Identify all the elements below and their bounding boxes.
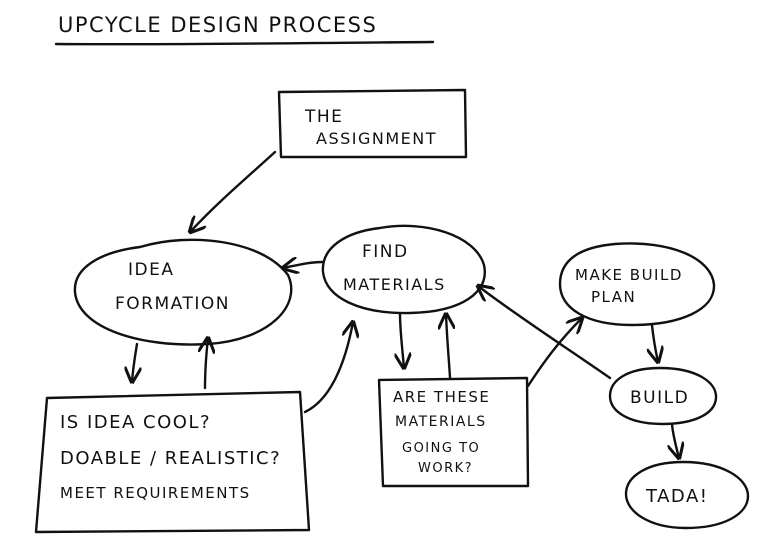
- arrow-assignment-to-idea: [190, 150, 277, 232]
- node-assignment: The Assignment: [277, 88, 468, 159]
- arrow-materials-to-idea: [283, 262, 324, 268]
- node-idea-check: Is idea cool? Doable / realistic? Meet r…: [34, 390, 311, 534]
- node-materials-check: Are these materials going to work?: [377, 376, 530, 488]
- arrow-materials-check-to-materials: [446, 314, 450, 380]
- build-label: Build: [630, 388, 689, 408]
- arrow-build-to-tada: [672, 422, 679, 458]
- idea-formation-line-1: Idea: [128, 260, 174, 280]
- arrow-build-to-materials: [478, 286, 612, 380]
- idea-check-line-1: Is idea cool?: [60, 412, 211, 433]
- node-idea-formation: Idea Formation: [73, 238, 293, 346]
- arrow-check-to-idea: [205, 338, 208, 390]
- materials-check-line-1: Are these: [393, 388, 490, 406]
- arrow-check-to-materials: [303, 322, 353, 414]
- arrow-materials-to-materials-check: [400, 312, 404, 368]
- idea-formation-line-2: Formation: [115, 294, 230, 314]
- flow-arrows: [132, 150, 679, 458]
- node-tada: Tada!: [624, 460, 750, 530]
- assignment-line-1: The: [304, 107, 343, 127]
- arrow-plan-to-build: [652, 323, 658, 362]
- materials-check-line-2: materials: [395, 414, 487, 430]
- node-build: Build: [608, 366, 718, 426]
- assignment-line-2: Assignment: [316, 129, 437, 148]
- materials-check-line-4: work?: [418, 461, 473, 476]
- materials-check-line-3: going to: [402, 441, 480, 456]
- node-make-build-plan: Make Build Plan: [558, 242, 716, 327]
- diagram-title: Upcycle Design Process: [58, 13, 377, 37]
- find-materials-line-2: Materials: [343, 275, 446, 294]
- make-build-plan-line-2: Plan: [591, 288, 636, 306]
- arrow-materials-check-to-plan: [526, 318, 582, 388]
- arrow-idea-to-check: [132, 342, 137, 382]
- find-materials-line-1: Find: [362, 242, 409, 262]
- make-build-plan-line-1: Make Build: [575, 266, 683, 284]
- idea-check-line-3: Meet requirements: [60, 484, 251, 502]
- node-find-materials: Find Materials: [321, 224, 486, 315]
- idea-check-line-2: Doable / realistic?: [60, 448, 281, 469]
- title-underline: [54, 40, 435, 46]
- tada-label: Tada!: [645, 486, 708, 507]
